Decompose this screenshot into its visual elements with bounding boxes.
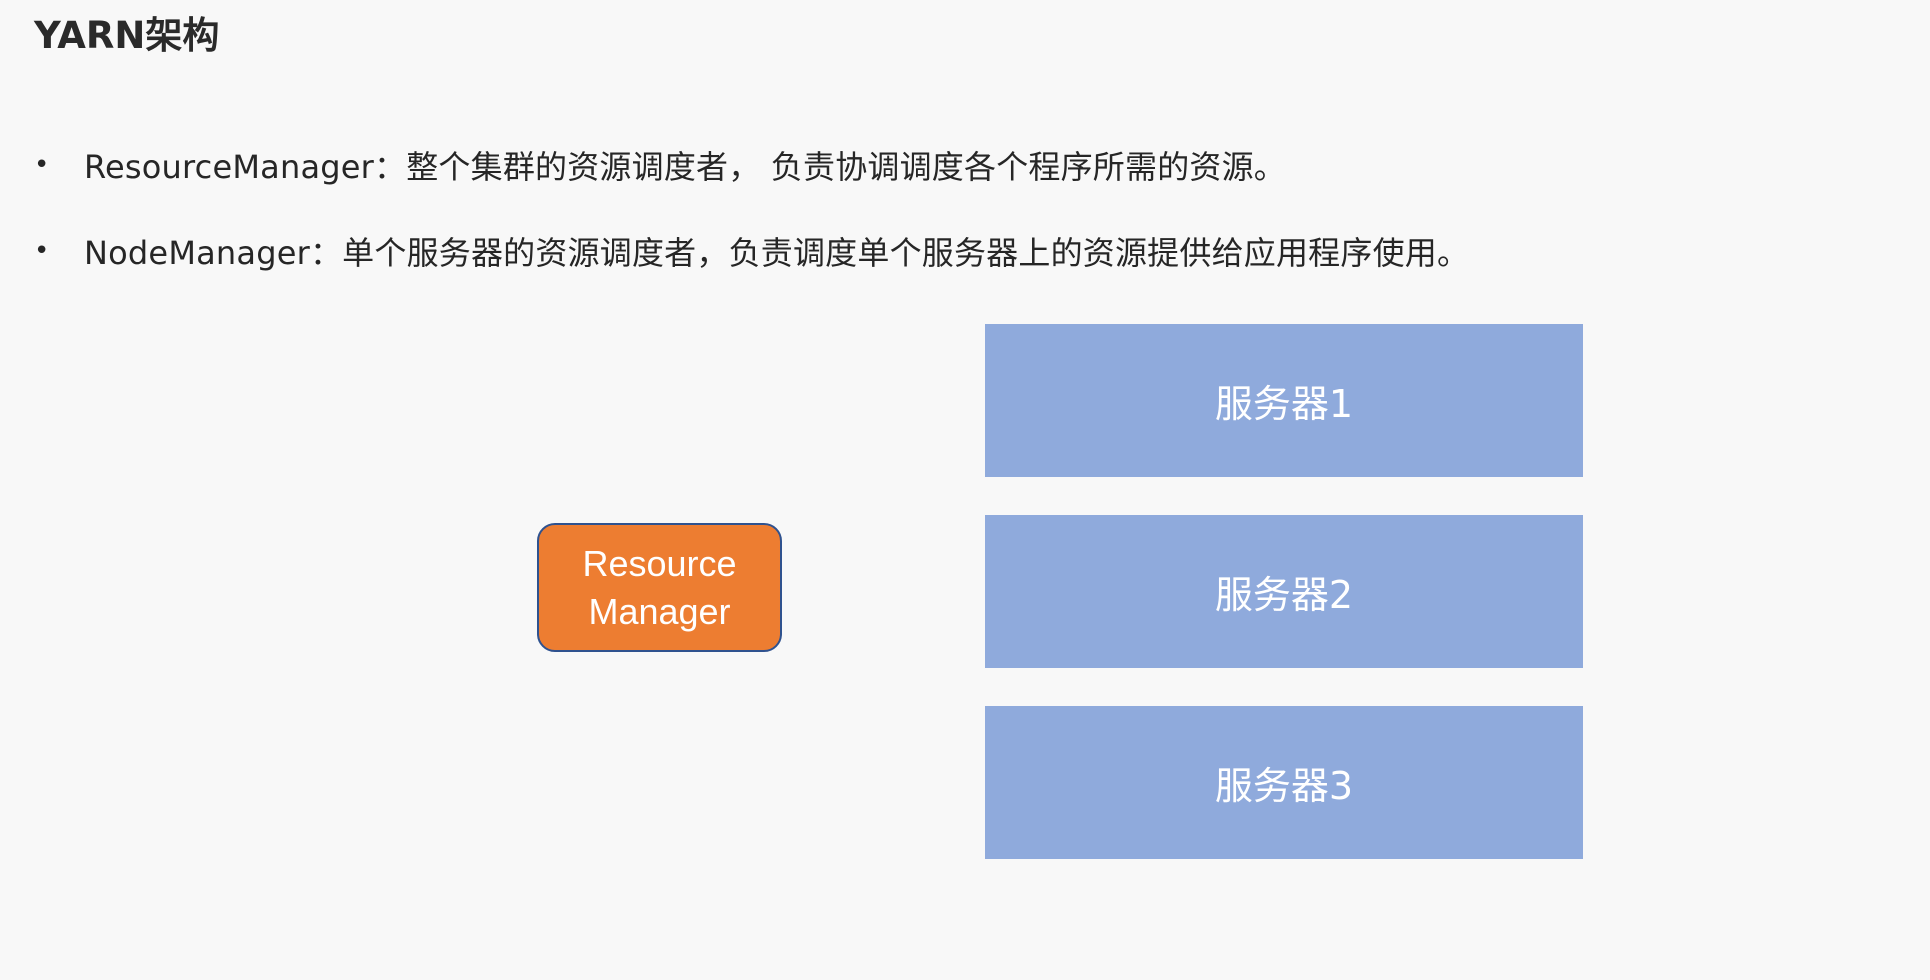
bullet-item-resourcemanager: • ResourceManager：整个集群的资源调度者， 负责协调调度各个程序…: [34, 140, 1286, 190]
server-box-2: 服务器2: [985, 515, 1583, 668]
server-label: 服务器2: [1214, 573, 1354, 617]
bullet-text: NodeManager：单个服务器的资源调度者，负责调度单个服务器上的资源提供给…: [84, 234, 1470, 272]
server-label: 服务器1: [1214, 382, 1354, 426]
bullet-text: ResourceManager：整个集群的资源调度者， 负责协调调度各个程序所需…: [84, 148, 1286, 186]
rm-label-line2: Manager: [588, 590, 731, 632]
slide-title: YARN架构: [34, 14, 220, 57]
bullet-icon: •: [34, 150, 50, 180]
bullet-icon: •: [34, 236, 50, 266]
server-box-3: 服务器3: [985, 706, 1583, 859]
resource-manager-box: Resource Manager: [537, 523, 782, 652]
bullet-item-nodemanager: • NodeManager：单个服务器的资源调度者，负责调度单个服务器上的资源提…: [34, 226, 1469, 276]
server-label: 服务器3: [1214, 764, 1354, 808]
rm-label-line1: Resource: [582, 542, 737, 584]
server-box-1: 服务器1: [985, 324, 1583, 477]
